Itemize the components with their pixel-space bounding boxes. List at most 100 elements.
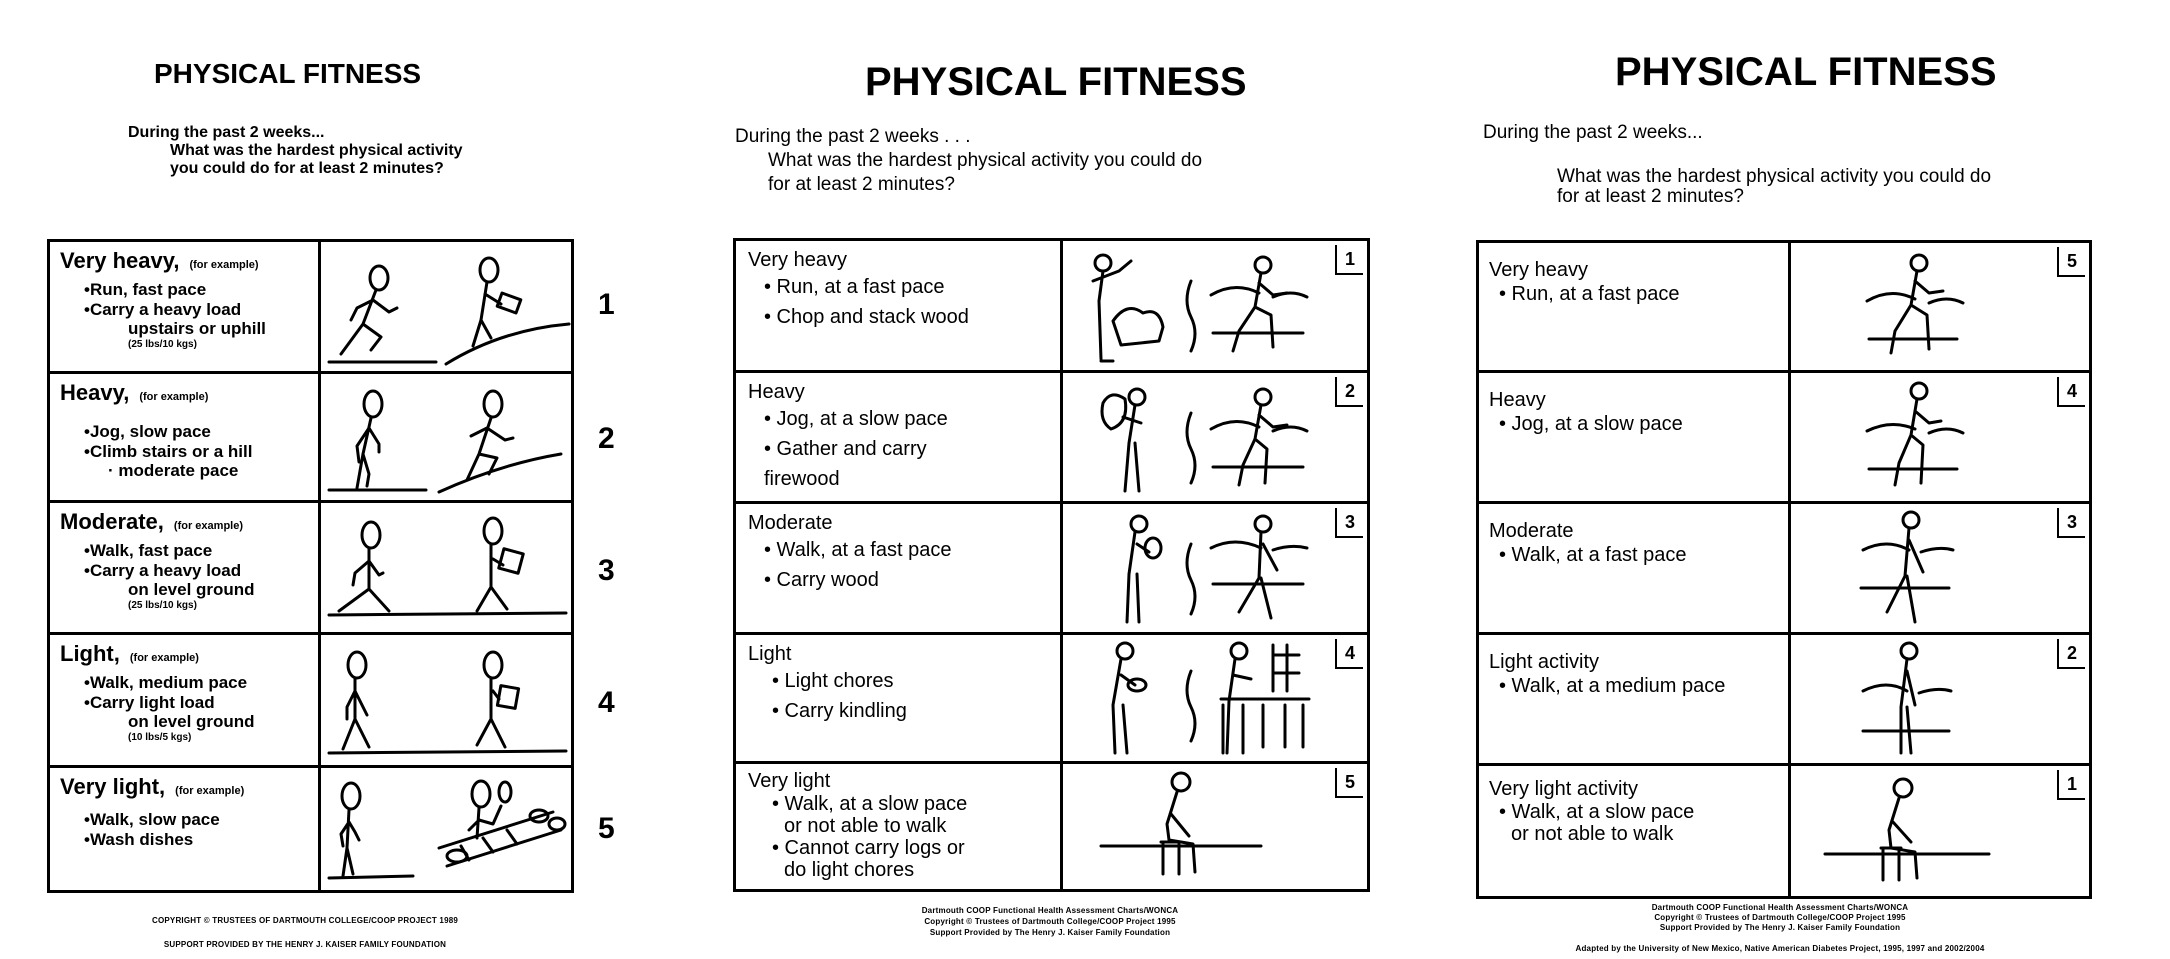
bullet: do light chores — [784, 859, 915, 881]
footer-line: Support Provided by The Henry J. Kaiser … — [1659, 923, 1901, 932]
stick-figure-stand-and-wash-dishes-icon — [321, 768, 571, 890]
table-row-light[interactable]: Light,(for example) •Walk, medium pace •… — [50, 635, 571, 768]
footer-line: Copyright © Trustees of Dartmouth Colleg… — [924, 917, 1176, 926]
table-row-heavy[interactable]: Heavy • Jog, at a slow pace • Gather and… — [736, 373, 1367, 504]
row-description: Very light activity • Walk, at a slow pa… — [1479, 766, 1791, 896]
bullet: • Walk, at a slow pace — [772, 793, 968, 815]
bullet: • Walk, at a fast pace — [764, 539, 952, 561]
score-box: 1 — [1335, 245, 1363, 275]
level-label: Very light — [748, 770, 831, 792]
table-row-moderate[interactable]: Moderate • Walk, at a fast pace 3 — [1479, 504, 2089, 635]
bullet: on level ground — [128, 580, 255, 600]
bullet: •Walk, slow pace — [84, 810, 220, 829]
score-number: 3 — [598, 554, 615, 587]
example-tag: (for example) — [129, 652, 199, 664]
table-row-very-light[interactable]: Very light,(for example) •Walk, slow pac… — [50, 768, 571, 890]
row-description: Moderate • Walk, at a fast pace • Carry … — [736, 504, 1063, 632]
bullet: • Carry wood — [764, 569, 879, 591]
score-number: 1 — [598, 288, 615, 321]
score-box: 2 — [2057, 639, 2085, 669]
row-description: Heavy • Jog, at a slow pace • Gather and… — [736, 373, 1063, 501]
bullet: • Run, at a fast pace — [764, 276, 945, 298]
bullet: •Walk, medium pace — [84, 673, 248, 692]
footer-line: Support Provided by The Henry J. Kaiser … — [929, 928, 1171, 937]
adaptation-footer: Adapted by the University of New Mexico,… — [1575, 944, 1985, 953]
table-row-light-activity[interactable]: Light activity • Walk, at a medium pace … — [1479, 635, 2089, 766]
bullet: • Gather and carry — [764, 438, 927, 460]
level-label: Moderate — [1489, 520, 1574, 542]
row-description: Very heavy,(for example) •Run, fast pace… — [50, 242, 321, 371]
weight-note: (10 lbs/5 kgs) — [128, 731, 192, 743]
row-description: Heavy,(for example) •Jog, slow pace •Cli… — [50, 374, 321, 500]
question-line-2: for at least 2 minutes? — [1557, 186, 1744, 207]
woman-walking-medium-icon[interactable]: 2 — [1791, 635, 2089, 763]
bullet: or not able to walk — [1511, 823, 1674, 845]
row-description: Moderate • Walk, at a fast pace — [1479, 504, 1791, 632]
score-box: 4 — [2057, 377, 2085, 407]
score-number: 4 — [598, 686, 615, 719]
woman-carrying-wood-and-walking-icon[interactable]: 3 — [1063, 504, 1367, 632]
table-row-very-heavy[interactable]: Very heavy • Run, at a fast pace 5 — [1479, 243, 2089, 373]
level-label: Moderate, — [60, 509, 164, 534]
woman-carrying-kindling-and-doing-chores-icon[interactable]: 4 — [1063, 635, 1367, 761]
level-label: Light activity — [1489, 651, 1600, 673]
score-box: 4 — [1335, 639, 1363, 669]
woman-sitting-on-stool-icon[interactable]: 1 — [1791, 766, 2089, 896]
level-label: Moderate — [748, 512, 833, 534]
row-description: Very heavy • Run, at a fast pace • Chop … — [736, 241, 1063, 370]
table-row-heavy[interactable]: Heavy,(for example) •Jog, slow pace •Cli… — [50, 374, 571, 503]
copyright-footer: COPYRIGHT © TRUSTEES OF DARTMOUTH COLLEG… — [151, 916, 459, 925]
bullet: •Run, fast pace — [84, 280, 207, 299]
panel-left-1989-chart: PHYSICAL FITNESS During the past 2 weeks… — [0, 0, 660, 959]
bullet: • Walk, at a medium pace — [1499, 675, 1726, 697]
weight-note: (25 lbs/10 kgs) — [128, 338, 197, 350]
stick-figure-run-and-carry-uphill-icon — [321, 242, 571, 371]
score-number: 2 — [598, 422, 615, 455]
woman-jogging-icon[interactable]: 4 — [1791, 373, 2089, 501]
question-line-1: What was the hardest physical activity y… — [1557, 166, 1992, 187]
level-label: Light, — [60, 641, 120, 666]
table-row-heavy[interactable]: Heavy • Jog, at a slow pace 4 — [1479, 373, 2089, 504]
table-row-very-heavy[interactable]: Very heavy • Run, at a fast pace • Chop … — [736, 241, 1367, 373]
bullet: •Wash dishes — [84, 829, 194, 849]
woman-chopping-wood-and-running-icon[interactable]: 1 — [1063, 241, 1367, 370]
bullet: • Run, at a fast pace — [1499, 283, 1680, 305]
table-row-very-heavy[interactable]: Very heavy,(for example) •Run, fast pace… — [50, 242, 571, 374]
question-line-2: for at least 2 minutes? — [768, 174, 955, 195]
fitness-table: Very heavy • Run, at a fast pace 5 Heavy… — [1476, 240, 2092, 899]
score-box: 3 — [1335, 508, 1363, 538]
page-title: PHYSICAL FITNESS — [865, 60, 1247, 104]
score-box: 3 — [2057, 508, 2085, 538]
level-label: Very heavy — [748, 249, 847, 271]
level-label: Very light, — [60, 774, 166, 799]
row-description: Very light,(for example) •Walk, slow pac… — [50, 768, 321, 890]
table-row-very-light-activity[interactable]: Very light activity • Walk, at a slow pa… — [1479, 766, 2089, 896]
table-row-moderate[interactable]: Moderate,(for example) •Walk, fast pace … — [50, 503, 571, 635]
bullet: • Cannot carry logs or — [772, 837, 965, 859]
score-box: 5 — [1335, 768, 1363, 798]
level-label: Heavy, — [60, 380, 130, 405]
row-description: Heavy • Jog, at a slow pace — [1479, 373, 1791, 501]
level-label: Very heavy — [1489, 259, 1588, 281]
page-title: PHYSICAL FITNESS — [1615, 50, 1997, 94]
woman-sitting-on-stool-icon[interactable]: 5 — [1063, 764, 1367, 889]
panel-right-adapted-chart: PHYSICAL FITNESS During the past 2 weeks… — [1450, 0, 2170, 959]
table-row-light[interactable]: Light • Light chores • Carry kindling 4 — [736, 635, 1367, 764]
fitness-table: Very heavy • Run, at a fast pace • Chop … — [733, 238, 1370, 892]
woman-running-icon[interactable]: 5 — [1791, 243, 2089, 370]
row-description: Light,(for example) •Walk, medium pace •… — [50, 635, 321, 765]
question-lead: During the past 2 weeks... — [1483, 122, 1703, 143]
woman-walking-fast-icon[interactable]: 3 — [1791, 504, 2089, 632]
page-title: PHYSICAL FITNESS — [154, 58, 422, 89]
score-number: 5 — [598, 812, 615, 845]
question-line-2: you could do for at least 2 minutes? — [170, 160, 444, 177]
stick-figure-walk-medium-carry-icon — [321, 635, 571, 765]
table-row-very-light[interactable]: Very light • Walk, at a slow pace or not… — [736, 764, 1367, 889]
level-label: Very light activity — [1489, 778, 1638, 800]
row-description: Very heavy • Run, at a fast pace — [1479, 243, 1791, 370]
score-box: 2 — [1335, 377, 1363, 407]
table-row-moderate[interactable]: Moderate • Walk, at a fast pace • Carry … — [736, 504, 1367, 635]
bullet: upstairs or uphill — [128, 319, 266, 339]
bullet: •Walk, fast pace — [84, 541, 213, 560]
woman-carrying-firewood-and-jogging-icon[interactable]: 2 — [1063, 373, 1367, 501]
